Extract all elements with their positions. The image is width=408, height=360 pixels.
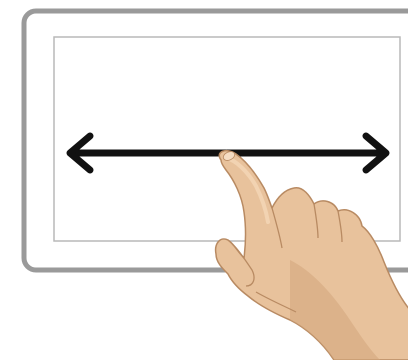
- tablet-screen: [53, 36, 401, 242]
- pointing-hand-icon: [214, 149, 408, 360]
